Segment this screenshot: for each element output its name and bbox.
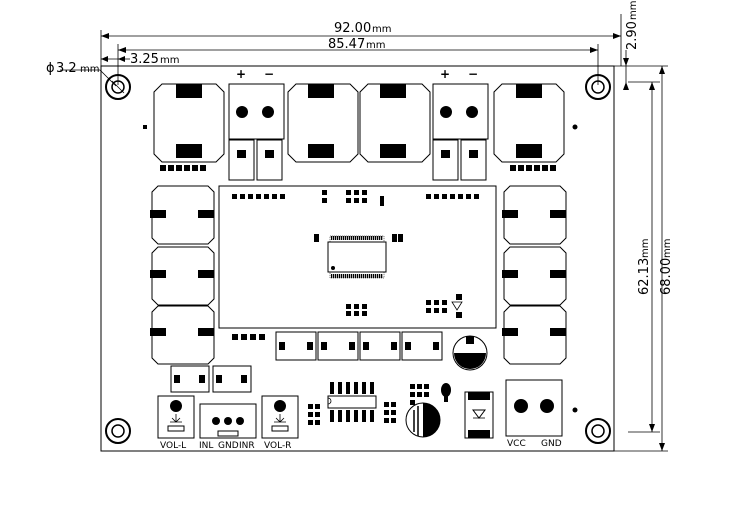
hole-diameter-value: 3.2 — [56, 61, 77, 76]
overall-width-unit: mm — [372, 24, 391, 35]
audio-input-connector: INL GND INR — [199, 403, 257, 451]
inr-label: INR — [239, 441, 255, 451]
smd-row-mid-left — [232, 334, 265, 340]
overall-height-value: 68.00 — [659, 258, 674, 295]
connector-pair-bottom-left — [170, 365, 252, 393]
main-amplifier-ic — [314, 234, 403, 279]
left-offset-value: 3.25 — [130, 52, 159, 67]
inner-height-unit: mm — [640, 239, 651, 258]
volume-pot-left: VOL-L — [157, 395, 195, 451]
smd-stack-bottom-left — [308, 404, 320, 425]
diode-package — [464, 391, 494, 439]
vol-l-label: VOL-L — [160, 441, 186, 451]
inner-height-label: 62.13 mm — [637, 239, 652, 295]
mounting-hole-bottom-left — [105, 418, 131, 444]
minus-right-label: − — [468, 67, 478, 81]
overall-height-unit: mm — [662, 239, 673, 258]
board-outline — [100, 65, 615, 452]
inner-height-value: 62.13 — [637, 258, 652, 295]
inductor-3 — [359, 83, 431, 163]
dip-ic — [327, 382, 377, 422]
electrolytic-capacitor-mid — [452, 335, 488, 371]
electrolytic-capacitor-bottom — [405, 402, 441, 438]
inductors-top-row — [153, 83, 565, 163]
mounting-hole-top-right — [585, 74, 611, 100]
hole-diameter-unit: mm — [80, 64, 99, 75]
fiducial-left — [143, 125, 147, 129]
inductors-right-column — [502, 185, 567, 365]
smd-stack-bottom-mid — [384, 402, 396, 423]
overall-width-value: 92.00 — [334, 21, 371, 36]
top-offset-value: 2.90 — [625, 21, 640, 50]
smd-row-top-right — [510, 165, 556, 171]
fiducial-right — [572, 124, 578, 130]
volume-pot-right: VOL-R — [261, 395, 299, 451]
inner-width-value: 85.47 — [328, 37, 365, 52]
connector-row-mid — [275, 331, 443, 361]
hole-diameter-symbol: ϕ — [46, 61, 55, 76]
inner-width-unit: mm — [366, 40, 385, 51]
smd-cluster-regulator — [410, 383, 451, 405]
mounting-holes — [105, 74, 611, 444]
dimension-labels: 92.00 mm 85.47 mm 3.25 mm ϕ 3.2 mm 2.90 … — [46, 1, 674, 295]
vcc-label: VCC — [507, 439, 526, 449]
inductor-1 — [153, 83, 225, 163]
gnd-pwr-label: GND — [541, 439, 562, 449]
left-offset-unit: mm — [160, 55, 179, 66]
gnd-in-label: GND — [218, 441, 239, 451]
inl-label: INL — [199, 441, 213, 451]
inductor-2 — [287, 83, 359, 163]
dimension-lines — [60, 14, 668, 452]
speaker-terminal-left: + − — [228, 67, 285, 181]
power-terminal: VCC GND — [505, 379, 563, 449]
mounting-hole-top-left — [105, 74, 131, 100]
mounting-hole-bottom-right — [585, 418, 611, 444]
speaker-terminal-right: + − — [432, 67, 489, 181]
inductor-4 — [493, 83, 565, 163]
minus-left-label: − — [264, 67, 274, 81]
fiducial-bottom-right — [572, 407, 578, 413]
top-offset-unit: mm — [628, 1, 639, 20]
smd-row-top-left — [160, 165, 206, 171]
plus-left-label: + — [236, 67, 246, 81]
vol-r-label: VOL-R — [264, 441, 291, 451]
heatsink-area — [218, 185, 497, 329]
inductors-left-column — [150, 185, 215, 365]
plus-right-label: + — [440, 67, 450, 81]
overall-height-label: 68.00 mm — [659, 239, 674, 295]
top-offset-label: 2.90 mm — [625, 1, 640, 50]
